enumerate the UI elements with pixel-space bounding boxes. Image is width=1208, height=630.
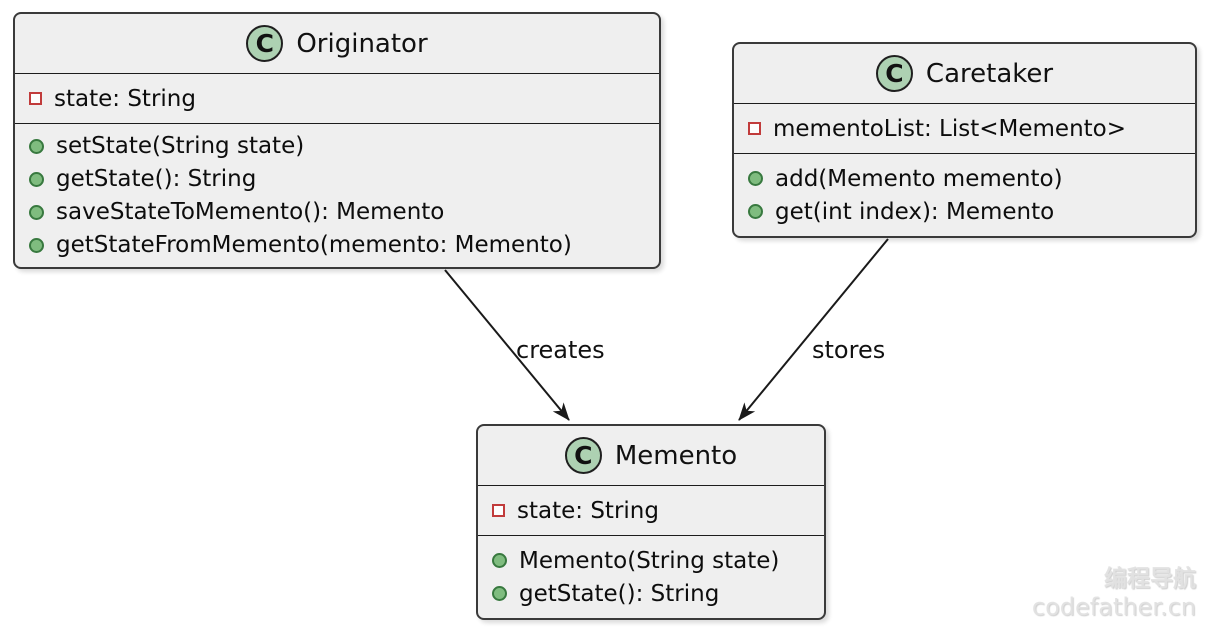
class-stereotype-icon: C [875, 55, 913, 92]
public-method-icon [29, 138, 44, 154]
method-text: saveStateToMemento(): Memento [56, 199, 445, 225]
method-row: setState(String state) [15, 130, 659, 163]
method-row: saveStateToMemento(): Memento [15, 196, 659, 229]
methods-section: Memento(String state) getState(): String [478, 536, 824, 618]
method-text: getState(): String [519, 580, 720, 607]
attributes-section: mementoList: List<Memento> [734, 104, 1195, 154]
arrow-caretaker-to-memento [738, 238, 889, 421]
attribute-row: state: String [15, 82, 659, 115]
method-row: getState(): String [15, 163, 659, 196]
class-stereotype-icon: C [564, 437, 602, 474]
class-title: Caretaker [925, 58, 1054, 89]
class-box-originator: C Originator state: String setState(Stri… [13, 12, 661, 269]
public-method-icon [492, 553, 507, 568]
public-method-icon [29, 237, 44, 253]
method-text: getState(): String [56, 166, 257, 192]
public-method-icon [29, 171, 44, 187]
class-title: Memento [614, 440, 738, 471]
method-row: Memento(String state) [478, 544, 824, 577]
methods-section: add(Memento memento) get(int index): Mem… [734, 154, 1195, 236]
public-method-icon [748, 171, 763, 186]
method-row: getState(): String [478, 577, 824, 610]
attribute-row: mementoList: List<Memento> [734, 112, 1195, 145]
class-header: C Memento [478, 426, 824, 486]
method-row: add(Memento memento) [734, 162, 1195, 195]
attribute-text: state: String [54, 85, 196, 112]
class-header: C Caretaker [734, 44, 1195, 104]
method-text: getStateFromMemento(memento: Memento) [56, 232, 572, 258]
class-box-memento: C Memento state: String Memento(String s… [476, 424, 826, 620]
public-method-icon [748, 204, 763, 219]
attribute-row: state: String [478, 494, 824, 527]
private-field-icon [748, 122, 761, 135]
attributes-section: state: String [15, 74, 659, 124]
class-box-caretaker: C Caretaker mementoList: List<Memento> a… [732, 42, 1197, 238]
method-text: get(int index): Memento [775, 198, 1055, 225]
arrow-originator-to-memento [444, 269, 570, 421]
class-stereotype-icon: C [246, 25, 284, 62]
public-method-icon [492, 586, 507, 601]
method-text: add(Memento memento) [775, 165, 1063, 192]
attributes-section: state: String [478, 486, 824, 536]
method-row: getStateFromMemento(memento: Memento) [15, 229, 659, 262]
attribute-text: state: String [517, 497, 659, 524]
method-text: Memento(String state) [519, 547, 780, 574]
private-field-icon [29, 92, 42, 105]
method-row: get(int index): Memento [734, 195, 1195, 228]
relation-label-creates: creates [516, 336, 605, 364]
class-header: C Originator [15, 14, 659, 74]
method-text: setState(String state) [56, 133, 305, 159]
class-title: Originator [296, 28, 428, 59]
methods-section: setState(String state) getState(): Strin… [15, 124, 659, 267]
attribute-text: mementoList: List<Memento> [773, 115, 1127, 142]
private-field-icon [492, 504, 505, 517]
relation-label-stores: stores [812, 336, 886, 364]
public-method-icon [29, 204, 44, 220]
